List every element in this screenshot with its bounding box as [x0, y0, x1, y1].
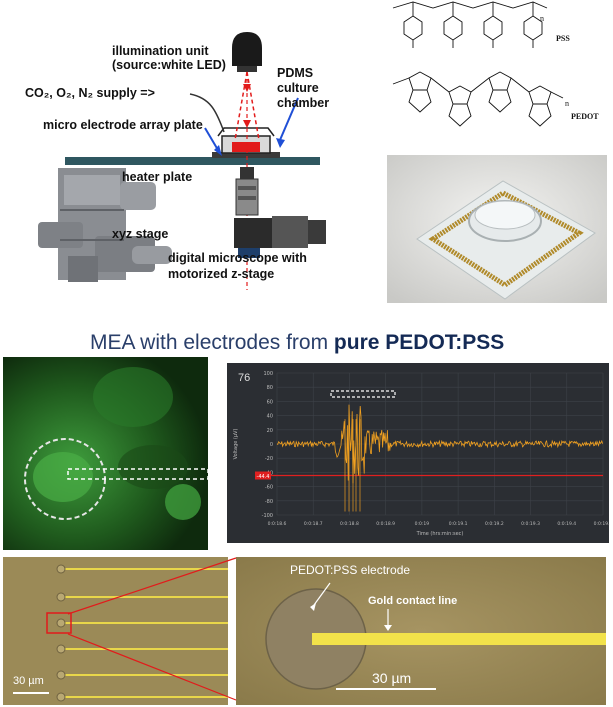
pedot-structure — [392, 71, 564, 127]
label-heater-plate: heater plate — [122, 170, 193, 184]
y-tick-label: 20 — [267, 428, 273, 434]
pdms-chamber — [212, 127, 280, 158]
gold-contact-line — [312, 633, 606, 645]
scale-label-left: 30 µm — [13, 675, 44, 687]
micrograph-zoom — [236, 557, 606, 705]
y-tick-label: -20 — [265, 456, 273, 462]
fluorescence-image — [3, 357, 208, 550]
y-tick-label: 80 — [267, 385, 273, 391]
x-tick-label: 0:0:19.4 — [557, 521, 576, 527]
x-tick-label: 0:0:19.2 — [485, 521, 504, 527]
x-tick-label: 0:0:19.1 — [449, 521, 468, 527]
y-tick-label: -100 — [262, 513, 273, 519]
threshold-badge — [255, 471, 271, 480]
micrograph-overview — [3, 557, 228, 705]
digital-microscope — [234, 167, 326, 258]
pss-repeat-n: n — [540, 14, 544, 23]
x-tick-label: 0:0:18.6 — [268, 521, 287, 527]
threshold-label: -44.4 — [257, 474, 270, 480]
x-tick-label: 0:0:19.5 — [594, 521, 610, 527]
x-tick-label: 0:0:19 — [415, 521, 430, 527]
label-pdms-chamber: PDMS culture chamber — [277, 66, 329, 111]
heater-plate — [65, 157, 320, 165]
illumination-unit — [232, 32, 262, 72]
label-mea-plate: micro electrode array plate — [43, 118, 203, 132]
label-microscope-line1: digital microscope with — [168, 251, 307, 265]
highlight-box — [330, 390, 396, 398]
y-tick-label: 0 — [270, 442, 273, 448]
y-axis-label: Voltage (µV) — [233, 429, 239, 460]
pedot-repeat-n: n — [565, 99, 569, 108]
label-illumination-line1: illumination unit — [112, 44, 209, 58]
label-illumination-line2: (source:white LED) — [112, 58, 226, 72]
mea-photo — [387, 155, 607, 303]
section-title-bold: pure PEDOT:PSS — [333, 331, 505, 354]
pedot-label: PEDOT — [571, 112, 599, 121]
label-pdms-line1: PDMS — [277, 66, 314, 80]
setup-diagram — [38, 32, 326, 290]
label-electrode: PEDOT:PSS electrode — [290, 563, 411, 577]
label-gas-supply: CO₂, O₂, N₂ supply => — [25, 86, 155, 100]
label-pdms-line3: chamber — [277, 96, 330, 110]
label-gold-contact: Gold contact line — [368, 595, 458, 607]
y-tick-label: -80 — [265, 499, 273, 505]
electrode-pads — [56, 564, 66, 702]
y-tick-label: 40 — [267, 414, 273, 420]
label-illumination: illumination unit (source:white LED) — [112, 44, 226, 72]
pss-structure — [392, 1, 548, 48]
x-tick-label: 0:0:18.8 — [340, 521, 359, 527]
channel-label: 76 — [238, 372, 251, 384]
zoom-connectors — [67, 557, 237, 701]
x-tick-label: 0:0:18.7 — [304, 521, 323, 527]
label-microscope: digital microscope with motorized z-stag… — [168, 250, 307, 282]
y-tick-label: 100 — [263, 371, 273, 377]
x-tick-label: 0:0:18.9 — [376, 521, 395, 527]
xyz-stage — [38, 168, 172, 282]
label-xyz-stage: xyz stage — [112, 227, 169, 241]
y-tick-label: -60 — [265, 485, 273, 491]
x-axis-label: Time (hrs:min:sec) — [416, 531, 464, 537]
section-title: MEA with electrodes from pure PEDOT:PSS — [90, 331, 504, 355]
section-title-prefix: MEA with electrodes from — [90, 331, 334, 354]
label-pdms-line2: culture — [277, 81, 319, 95]
scale-label-right: 30 µm — [372, 670, 412, 686]
y-tick-label: 60 — [267, 399, 273, 405]
voltage-trace — [276, 404, 603, 484]
chart-background — [227, 363, 609, 543]
gold-traces — [63, 568, 228, 698]
gas-supply-tube — [189, 93, 225, 133]
pss-label: PSS — [556, 34, 570, 43]
chemical-structures — [392, 1, 564, 127]
zoom-box — [46, 612, 72, 634]
x-tick-label: 0:0:19.3 — [521, 521, 540, 527]
label-microscope-line2: motorized z-stage — [168, 267, 275, 281]
recording-chart: 100806040200-20-40-60-80-1000:0:18.60:0:… — [215, 357, 610, 549]
